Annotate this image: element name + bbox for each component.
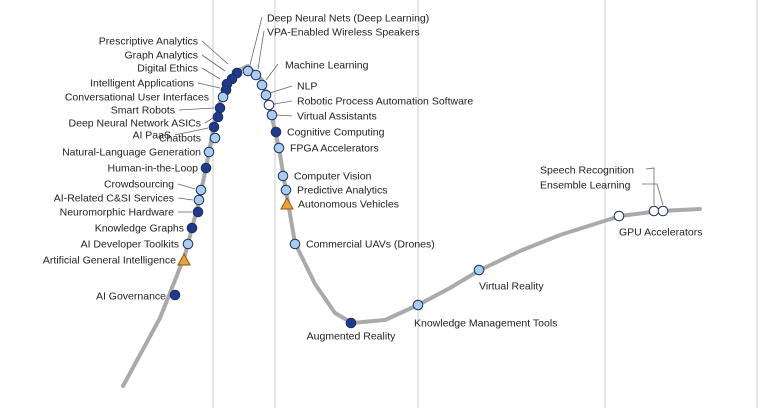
crowdsourcing-label: Crowdsourcing <box>104 179 174 191</box>
augmented-reality-label: Augmented Reality <box>307 331 396 343</box>
ai-developer-toolkits-marker <box>182 238 194 250</box>
deep-neural-network-asics-label: Deep Neural Network ASICs <box>69 118 201 130</box>
predictive-analytics-label: Predictive Analytics <box>297 185 387 197</box>
augmented-reality-marker <box>345 317 357 329</box>
prescriptive-analytics-label: Prescriptive Analytics <box>99 36 198 48</box>
conversational-user-interfaces-marker <box>217 91 229 103</box>
crowdsourcing-marker <box>195 184 207 196</box>
hype-curve <box>121 64 702 388</box>
ensemble-learning-leader <box>642 183 664 206</box>
crowdsourcing-leader <box>177 183 196 190</box>
vpa-enabled-wireless-speakers-marker <box>250 69 262 81</box>
chatbots-marker <box>209 132 221 144</box>
machine-learning-leader <box>265 63 279 81</box>
speech-recognition-marker <box>648 205 660 217</box>
deep-neural-nets-deep-learning-label: Deep Neural Nets (Deep Learning) <box>267 13 429 25</box>
computer-vision-label: Computer Vision <box>294 171 372 183</box>
graph-analytics-leader <box>201 54 226 72</box>
deep-neural-nets-deep-learning-leader <box>249 16 263 66</box>
ensemble-learning-label: Ensemble Learning <box>540 180 631 192</box>
conversational-user-interfaces-label: Conversational User Interfaces <box>65 92 209 104</box>
human-in-the-loop-label: Human-in-the-Loop <box>108 163 199 175</box>
nlp-marker <box>260 89 272 101</box>
ai-governance-label: AI Governance <box>96 291 166 303</box>
intelligent-applications-leader <box>197 82 221 89</box>
fpga-accelerators-marker <box>273 142 285 154</box>
virtual-reality-marker <box>473 264 485 276</box>
ai-related-c-si-services-label: AI-Related C&SI Services <box>54 193 174 205</box>
robotic-process-automation-software-marker <box>263 99 275 111</box>
virtual-assistants-label: Virtual Assistants <box>297 111 377 123</box>
knowledge-graphs-label: Knowledge Graphs <box>95 223 184 235</box>
neuromorphic-hardware-marker <box>192 206 204 218</box>
machine-learning-marker <box>256 79 268 91</box>
ai-paas-label: AI PaaS <box>132 130 171 142</box>
deep-neural-network-asics-leader <box>204 117 214 124</box>
ai-paas-marker <box>208 121 220 133</box>
digital-ethics-label: Digital Ethics <box>137 63 198 75</box>
ai-developer-toolkits-label: AI Developer Toolkits <box>81 239 179 251</box>
intelligent-applications-label: Intelligent Applications <box>90 78 194 90</box>
digital-ethics-leader <box>201 67 221 80</box>
commercial-uavs-drones-marker <box>289 238 301 250</box>
artificial-general-intelligence-marker <box>177 252 191 266</box>
prescriptive-analytics-leader <box>201 40 229 65</box>
smart-robots-label: Smart Robots <box>111 105 175 117</box>
technology-labels: Deep Neural Nets (Deep Learning) VPA-Enab… <box>43 13 703 343</box>
knowledge-management-tools-label: Knowledge Management Tools <box>414 318 557 330</box>
natural-language-generation-marker <box>203 146 215 158</box>
cognitive-computing-marker <box>270 126 282 138</box>
human-in-the-loop-marker <box>200 162 212 174</box>
natural-language-generation-label: Natural-Language Generation <box>62 147 201 159</box>
machine-learning-label: Machine Learning <box>285 60 369 72</box>
ai-related-c-si-services-marker <box>193 194 205 206</box>
deep-neural-network-asics-marker <box>212 111 224 123</box>
knowledge-graphs-marker <box>186 222 198 234</box>
vpa-enabled-wireless-speakers-label: VPA-Enabled Wireless Speakers <box>267 27 420 39</box>
smart-robots-leader <box>178 107 215 111</box>
ai-paas-leader <box>174 127 209 136</box>
gpu-accelerators-marker <box>613 210 625 222</box>
neuromorphic-hardware-label: Neuromorphic Hardware <box>60 207 175 219</box>
virtual-assistants-leader <box>276 114 293 117</box>
virtual-assistants-marker <box>266 109 278 121</box>
robotic-process-automation-software-leader <box>273 100 293 105</box>
vpa-enabled-wireless-speakers-leader <box>257 30 265 70</box>
autonomous-vehicles-marker <box>280 196 294 210</box>
smart-robots-marker <box>214 102 226 114</box>
leader-lines <box>174 16 664 213</box>
nlp-label: NLP <box>297 81 317 93</box>
ai-governance-marker <box>169 289 181 301</box>
speech-recognition-leader <box>645 167 655 205</box>
cognitive-computing-label: Cognitive Computing <box>287 127 385 139</box>
speech-recognition-label: Speech Recognition <box>540 165 634 177</box>
robotic-process-automation-software-label: Robotic Process Automation Software <box>297 96 473 108</box>
ensemble-learning-marker <box>657 205 669 217</box>
predictive-analytics-marker <box>280 184 292 196</box>
chatbots-label: Chatbots <box>159 133 201 145</box>
artificial-general-intelligence-label: Artificial General Intelligence <box>43 255 176 267</box>
knowledge-management-tools-marker <box>412 299 424 311</box>
technology-markers <box>169 65 669 329</box>
fpga-accelerators-label: FPGA Accelerators <box>290 143 379 155</box>
virtual-reality-label: Virtual Reality <box>479 281 544 293</box>
commercial-uavs-drones-label: Commercial UAVs (Drones) <box>306 239 435 251</box>
autonomous-vehicles-label: Autonomous Vehicles <box>298 199 399 211</box>
nlp-leader <box>269 85 293 94</box>
gpu-accelerators-label: GPU Accelerators <box>619 227 702 239</box>
computer-vision-marker <box>277 170 289 182</box>
graph-analytics-label: Graph Analytics <box>124 50 198 62</box>
ai-related-c-si-services-leader <box>177 197 194 201</box>
